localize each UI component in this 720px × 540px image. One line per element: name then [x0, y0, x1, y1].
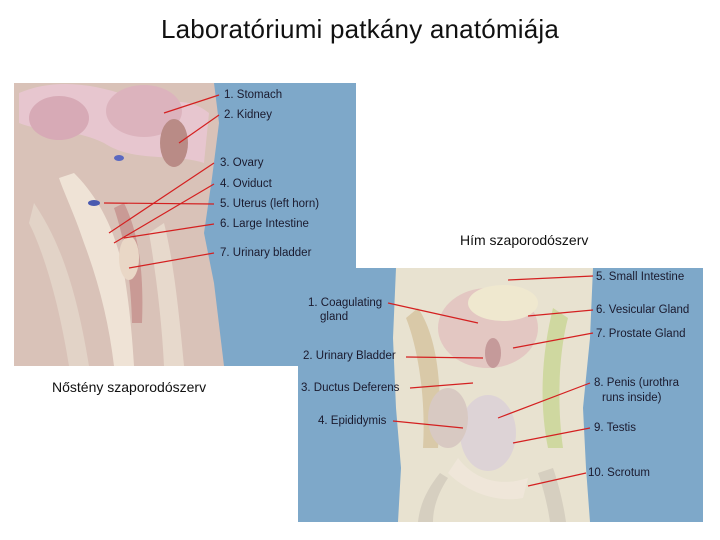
female-label-5: 5. Uterus (left horn) — [220, 198, 319, 210]
male-label-10: 10. Scrotum — [588, 467, 650, 479]
female-label-2: 2. Kidney — [224, 109, 272, 121]
male-anatomy-image: 1. Coagulating gland 2. Urinary Bladder … — [298, 268, 703, 522]
male-label-3: 3. Ductus Deferens — [301, 382, 400, 394]
male-label-5: 5. Small Intestine — [596, 271, 684, 283]
female-label-4: 4. Oviduct — [220, 178, 273, 190]
male-caption: Hím szaporodószerv — [460, 232, 589, 248]
male-label-1b: gland — [320, 311, 348, 323]
female-label-3: 3. Ovary — [220, 157, 264, 169]
male-label-7: 7. Prostate Gland — [596, 328, 686, 340]
female-caption: Nőstény szaporodószerv — [52, 379, 207, 395]
male-label-8b: runs inside) — [602, 392, 662, 404]
slide-title: Laboratóriumi patkány anatómiája — [160, 14, 560, 44]
male-label-9: 9. Testis — [594, 422, 636, 434]
female-label-6: 6. Large Intestine — [220, 218, 309, 230]
female-label-7: 7. Urinary bladder — [220, 247, 312, 259]
male-label-1a: 1. Coagulating — [308, 297, 382, 309]
female-anatomy-image: 1. Stomach 2. Kidney 3. Ovary 4. Oviduct… — [14, 83, 356, 366]
male-label-6: 6. Vesicular Gland — [596, 304, 689, 316]
male-label-2: 2. Urinary Bladder — [303, 350, 396, 362]
male-label-8a: 8. Penis (urothra — [594, 377, 680, 389]
female-label-1: 1. Stomach — [224, 89, 282, 101]
male-label-4: 4. Epididymis — [318, 415, 387, 427]
